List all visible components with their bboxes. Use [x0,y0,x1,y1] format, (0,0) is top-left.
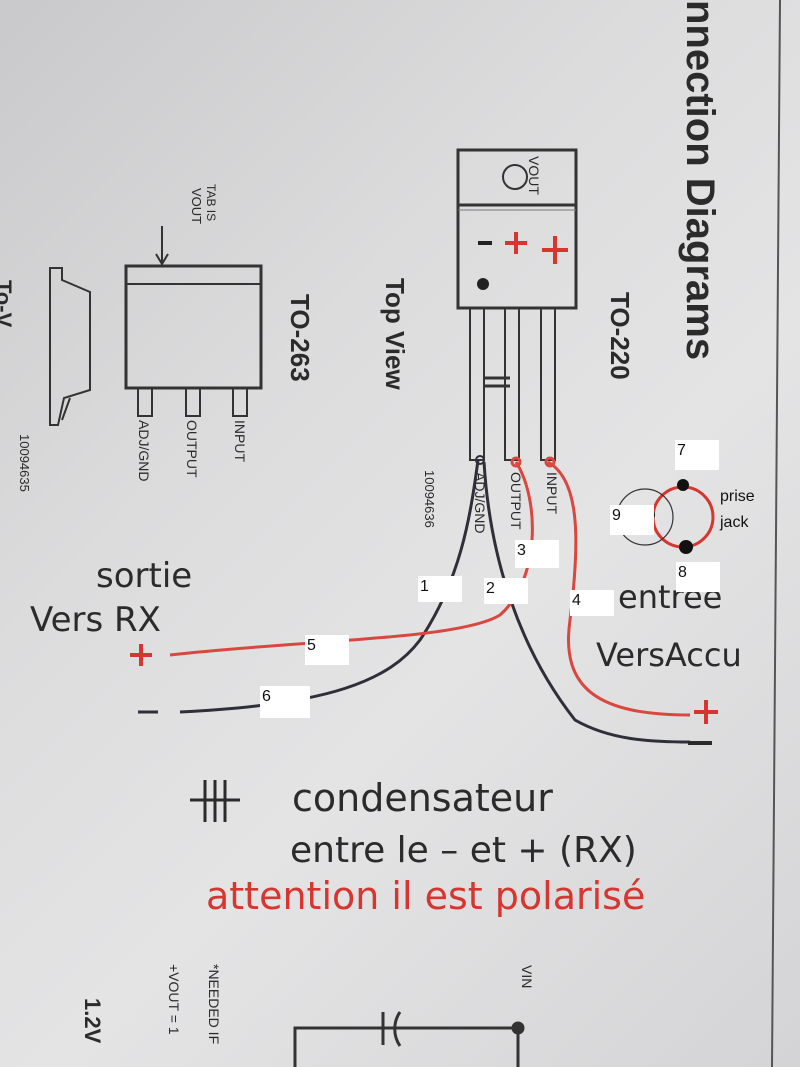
label-output-to263: OUTPUT [184,420,200,478]
marker-9: 9 [610,505,654,535]
label-tab-vout: VOUT [189,188,204,225]
label-partial: To-V [0,280,16,328]
label-prise: prise [720,488,755,505]
marker-3: 3 [515,540,559,568]
pin-capacitor-symbol [483,376,510,388]
label-top-view: Top View [380,278,410,390]
label-input-to220: INPUT [544,472,560,514]
heading-connection-diagrams: nnection Diagrams [678,0,722,361]
marker-7: 7 [675,440,719,470]
label-tab-is: TAB IS [204,184,218,222]
code-to263: 10094635 [17,434,32,492]
label-1-2v: 1.2V [80,998,105,1044]
hand-entre: entre le – et + (RX) [290,830,637,871]
label-vout: VOUT [526,156,542,195]
hand-vers-rx: Vers RX [30,600,161,640]
hand-attention: attention il est polarisé [206,874,646,918]
label-to263: TO-263 [285,294,315,382]
label-output-to220: OUTPUT [508,472,524,530]
hand-condensateur: condensateur [292,776,553,820]
to263-package [49,226,263,426]
label-needed-if: *NEEDED IF [206,964,222,1045]
label-vout-eq: +VOUT = 1 [166,964,182,1035]
label-to220: TO-220 [605,292,635,380]
bottom-schematic [293,1011,525,1067]
label-adjgnd-to263: ADJ/GND [136,420,152,482]
label-input-to263: INPUT [232,420,248,462]
hand-sortie: sortie [96,556,193,596]
label-vin: VIN [519,965,535,989]
code-to220: 10094636 [422,470,437,528]
handwritten-signs [130,644,718,822]
marker-8: 8 [676,562,720,592]
marker-6: 6 [260,686,310,718]
page-border [771,0,781,1067]
red-wires [169,456,691,717]
marker-1: 1 [418,576,462,602]
marker-4: 4 [570,590,614,616]
label-jack: jack [720,514,749,531]
marker-5: 5 [305,635,349,665]
to220-package [456,148,578,461]
label-adjgnd-to220: ADJ/GND [472,472,488,534]
hand-vers-accu: VersAccu [596,636,742,674]
marker-2: 2 [484,578,528,604]
